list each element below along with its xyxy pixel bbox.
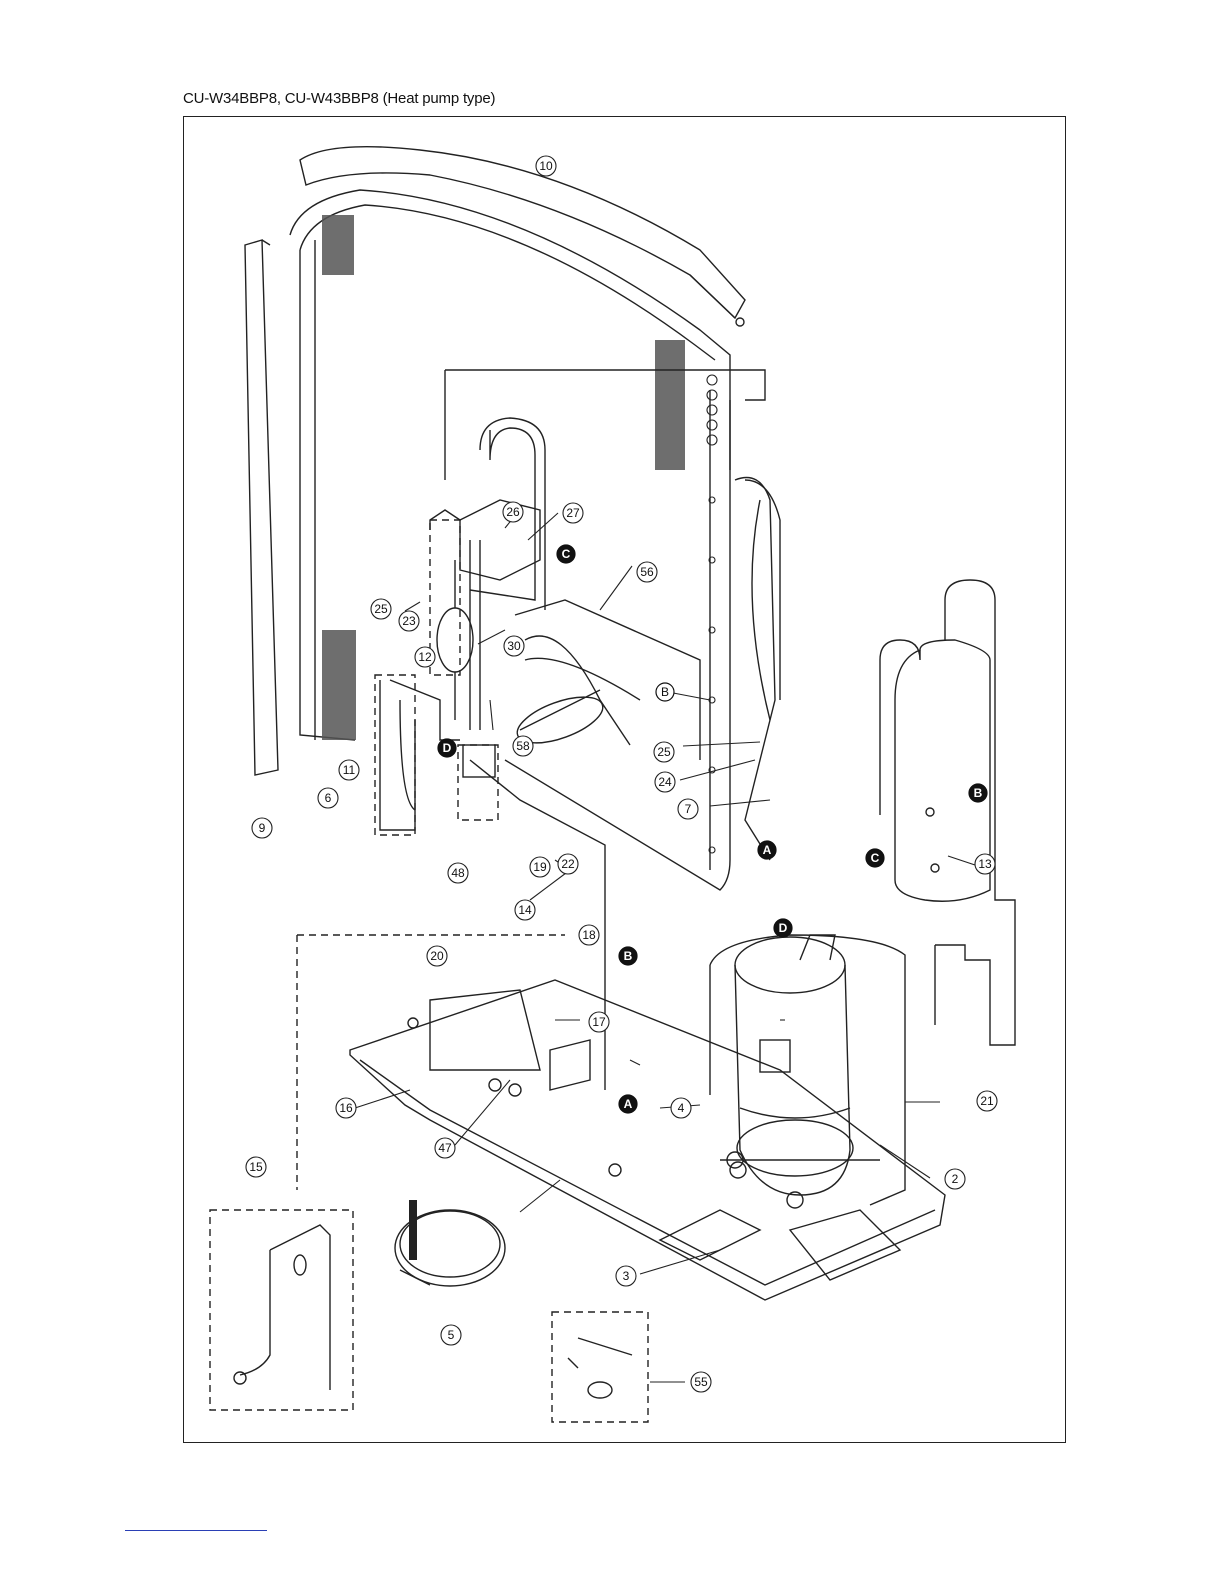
accumulator-part	[880, 580, 1015, 1045]
callout-number: 2	[952, 1172, 959, 1186]
callout-number: 3	[623, 1269, 630, 1283]
callout-number: 12	[418, 650, 432, 664]
connector-B: B	[969, 784, 987, 802]
connector-B: B	[619, 947, 637, 965]
callout-16: 16	[336, 1098, 356, 1118]
callout-number: 27	[566, 506, 580, 520]
callout-17: 17	[589, 1012, 609, 1032]
callout-number: 48	[451, 866, 465, 880]
callout-21: 21	[977, 1091, 997, 1111]
connector-letter: B	[661, 685, 669, 699]
connector-D: D	[774, 919, 792, 937]
callout-number: 7	[685, 802, 692, 816]
callout-11: 11	[339, 760, 359, 780]
callout-56: 56	[637, 562, 657, 582]
band-clamp-part	[395, 1200, 505, 1286]
connector-letter: C	[562, 547, 571, 561]
callout-10: 10	[536, 156, 556, 176]
leader-lines	[355, 512, 975, 1382]
callout-47: 47	[435, 1138, 455, 1158]
callout-9: 9	[252, 818, 272, 838]
callout-19: 19	[530, 857, 550, 877]
callout-number: 15	[249, 1160, 263, 1174]
callout-22: 22	[558, 854, 578, 874]
callout-number: 20	[430, 949, 444, 963]
connector-A: A	[619, 1095, 637, 1113]
callout-26: 26	[503, 502, 523, 522]
callout-25: 25	[371, 599, 391, 619]
callout-48: 48	[448, 863, 468, 883]
callout-number: 21	[980, 1094, 994, 1108]
callout-number: 24	[658, 775, 672, 789]
top-rail-part	[300, 147, 745, 326]
callout-55: 55	[691, 1372, 711, 1392]
callout-6: 6	[318, 788, 338, 808]
callout-number: 23	[402, 614, 416, 628]
callout-number: 22	[561, 857, 575, 871]
callout-number: 5	[448, 1328, 455, 1342]
callout-23: 23	[399, 611, 419, 631]
footer-rule	[125, 1530, 267, 1531]
callout-number: 6	[325, 791, 332, 805]
callout-number: 25	[657, 745, 671, 759]
callout-number: 11	[343, 763, 356, 777]
callout-number: 25	[374, 602, 388, 616]
callout-number: 58	[516, 739, 530, 753]
accessory-parts	[568, 1338, 632, 1398]
heat-exchanger-coil	[290, 190, 765, 890]
callout-13: 13	[975, 854, 995, 874]
connector-letter: C	[871, 851, 880, 865]
callout-number: 26	[506, 505, 520, 519]
callout-4: 4	[671, 1098, 691, 1118]
callout-number: 47	[438, 1141, 452, 1155]
callout-number: 10	[539, 159, 553, 173]
callout-14: 14	[515, 900, 535, 920]
connector-letter: A	[624, 1097, 633, 1111]
callout-15: 15	[246, 1157, 266, 1177]
connector-letter: B	[974, 786, 983, 800]
callout-number: 18	[582, 928, 596, 942]
callout-25: 25	[654, 742, 674, 762]
callout-number: 16	[339, 1101, 353, 1115]
callout-number: 13	[978, 857, 992, 871]
connector-letter: A	[763, 843, 772, 857]
callout-12: 12	[415, 647, 435, 667]
callout-7: 7	[678, 799, 698, 819]
sensor-harness-part	[234, 1225, 330, 1390]
callout-5: 5	[441, 1325, 461, 1345]
callout-18: 18	[579, 925, 599, 945]
callout-number: 4	[678, 1101, 685, 1115]
connector-D: D	[438, 739, 456, 757]
callout-number: 17	[592, 1015, 606, 1029]
connector-letter: B	[624, 949, 633, 963]
side-plate	[245, 240, 278, 775]
connector-B: B	[656, 683, 674, 701]
callout-number: 19	[533, 860, 547, 874]
callout-number: 30	[507, 639, 521, 653]
connector-C: C	[866, 849, 884, 867]
connector-letter: D	[779, 921, 788, 935]
connector-A: A	[758, 841, 776, 859]
callout-number: 56	[640, 565, 654, 579]
connector-letter: D	[443, 741, 452, 755]
callout-number: 55	[694, 1375, 708, 1389]
callout-58: 58	[513, 736, 533, 756]
callout-24: 24	[655, 772, 675, 792]
callout-3: 3	[616, 1266, 636, 1286]
callout-number: 9	[259, 821, 266, 835]
connector-C: C	[557, 545, 575, 563]
callout-20: 20	[427, 946, 447, 966]
callout-27: 27	[563, 503, 583, 523]
callout-number: 14	[518, 903, 532, 917]
callout-2: 2	[945, 1169, 965, 1189]
callout-30: 30	[504, 636, 524, 656]
